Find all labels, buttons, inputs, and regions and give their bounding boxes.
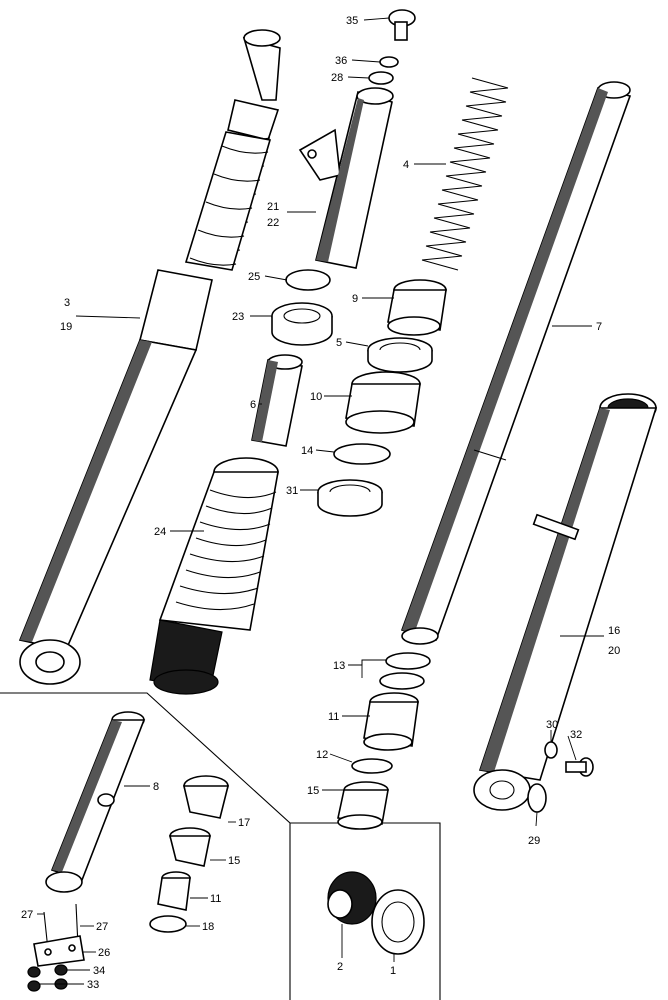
part-25-ring [285, 269, 331, 291]
callout-16: 16 [608, 625, 620, 637]
part-23-seal [271, 302, 333, 346]
callout-25: 25 [248, 271, 260, 283]
callout-24: 24 [154, 526, 166, 538]
callout-29: 29 [528, 835, 540, 847]
part-1-cap-large [371, 889, 425, 955]
part-13-o-rings [379, 652, 431, 690]
part-2-boot-small [327, 871, 377, 925]
callout-21: 21 [267, 201, 279, 213]
callout-14: 14 [301, 445, 313, 457]
part-34-nut [54, 964, 68, 976]
callout-4: 4 [403, 159, 409, 171]
callout-11: 11 [328, 711, 339, 723]
callout-10: 10 [310, 391, 322, 403]
part-10-bushing [345, 371, 421, 434]
part-15-bushing [337, 781, 389, 830]
part-7-inner-tube [400, 81, 632, 645]
callout-11-inset: 11 [210, 893, 221, 905]
part-21-22-upper-cover [298, 87, 394, 269]
part-5-seal [367, 337, 433, 373]
callout-34: 34 [93, 965, 105, 977]
callout-1: 1 [390, 965, 396, 977]
part-11-bushing-inset [157, 871, 191, 911]
callout-15: 15 [307, 785, 319, 797]
callout-26: 26 [98, 947, 110, 959]
part-11-bushing [363, 692, 419, 751]
part-4-spring [421, 77, 509, 271]
inset-frame-left [0, 692, 291, 1000]
part-28-washer [368, 71, 394, 85]
callout-15-inset: 15 [228, 855, 240, 867]
callout-3: 3 [64, 297, 70, 309]
part-32-bolt [565, 757, 594, 777]
part-12-ring [351, 758, 393, 774]
callout-33: 33 [87, 979, 99, 991]
part-31-seal [317, 479, 383, 517]
part-9-bushing [387, 279, 447, 336]
callout-22: 22 [267, 217, 279, 229]
callout-5: 5 [336, 337, 342, 349]
part-14-ring [333, 443, 391, 465]
callout-labels: 35 36 28 4 21 22 25 23 3 19 9 5 10 6 14 … [21, 15, 620, 991]
callout-28: 28 [331, 72, 343, 84]
leader-lines [37, 17, 604, 985]
callout-30: 30 [546, 719, 558, 731]
callout-17: 17 [238, 817, 250, 829]
callout-23: 23 [232, 311, 244, 323]
part-33-nut-c [27, 980, 41, 992]
callout-35: 35 [346, 15, 358, 27]
callout-6: 6 [250, 399, 256, 411]
callout-31: 31 [286, 485, 298, 497]
part-30-washer [544, 741, 558, 759]
callout-19: 19 [60, 321, 72, 333]
callout-12: 12 [316, 749, 328, 761]
part-35-bolt [388, 9, 416, 41]
part-24-rubber-boot [149, 457, 279, 695]
callout-27-left: 27 [21, 909, 33, 921]
part-18-washer [149, 915, 187, 933]
part-8-bottom-case-alt [45, 711, 146, 893]
callout-2: 2 [337, 961, 343, 973]
callout-32: 32 [570, 729, 582, 741]
callout-8: 8 [153, 781, 159, 793]
part-17-cap [182, 775, 230, 819]
part-26-cap [33, 935, 85, 967]
part-16-20-bottom-case [473, 393, 658, 811]
callout-20: 20 [608, 645, 620, 657]
callout-7: 7 [596, 321, 602, 333]
part-6-pipe [251, 354, 303, 447]
callout-27-right: 27 [96, 921, 108, 933]
callout-36: 36 [335, 55, 347, 67]
callout-18: 18 [202, 921, 214, 933]
part-29-washer [527, 783, 547, 813]
part-33-nut [27, 966, 41, 978]
callout-9: 9 [352, 293, 358, 305]
callout-13: 13 [333, 660, 345, 672]
fork-pipe-left [18, 29, 281, 685]
part-36-washer [379, 56, 399, 68]
part-15-bushing-inset [168, 827, 211, 867]
